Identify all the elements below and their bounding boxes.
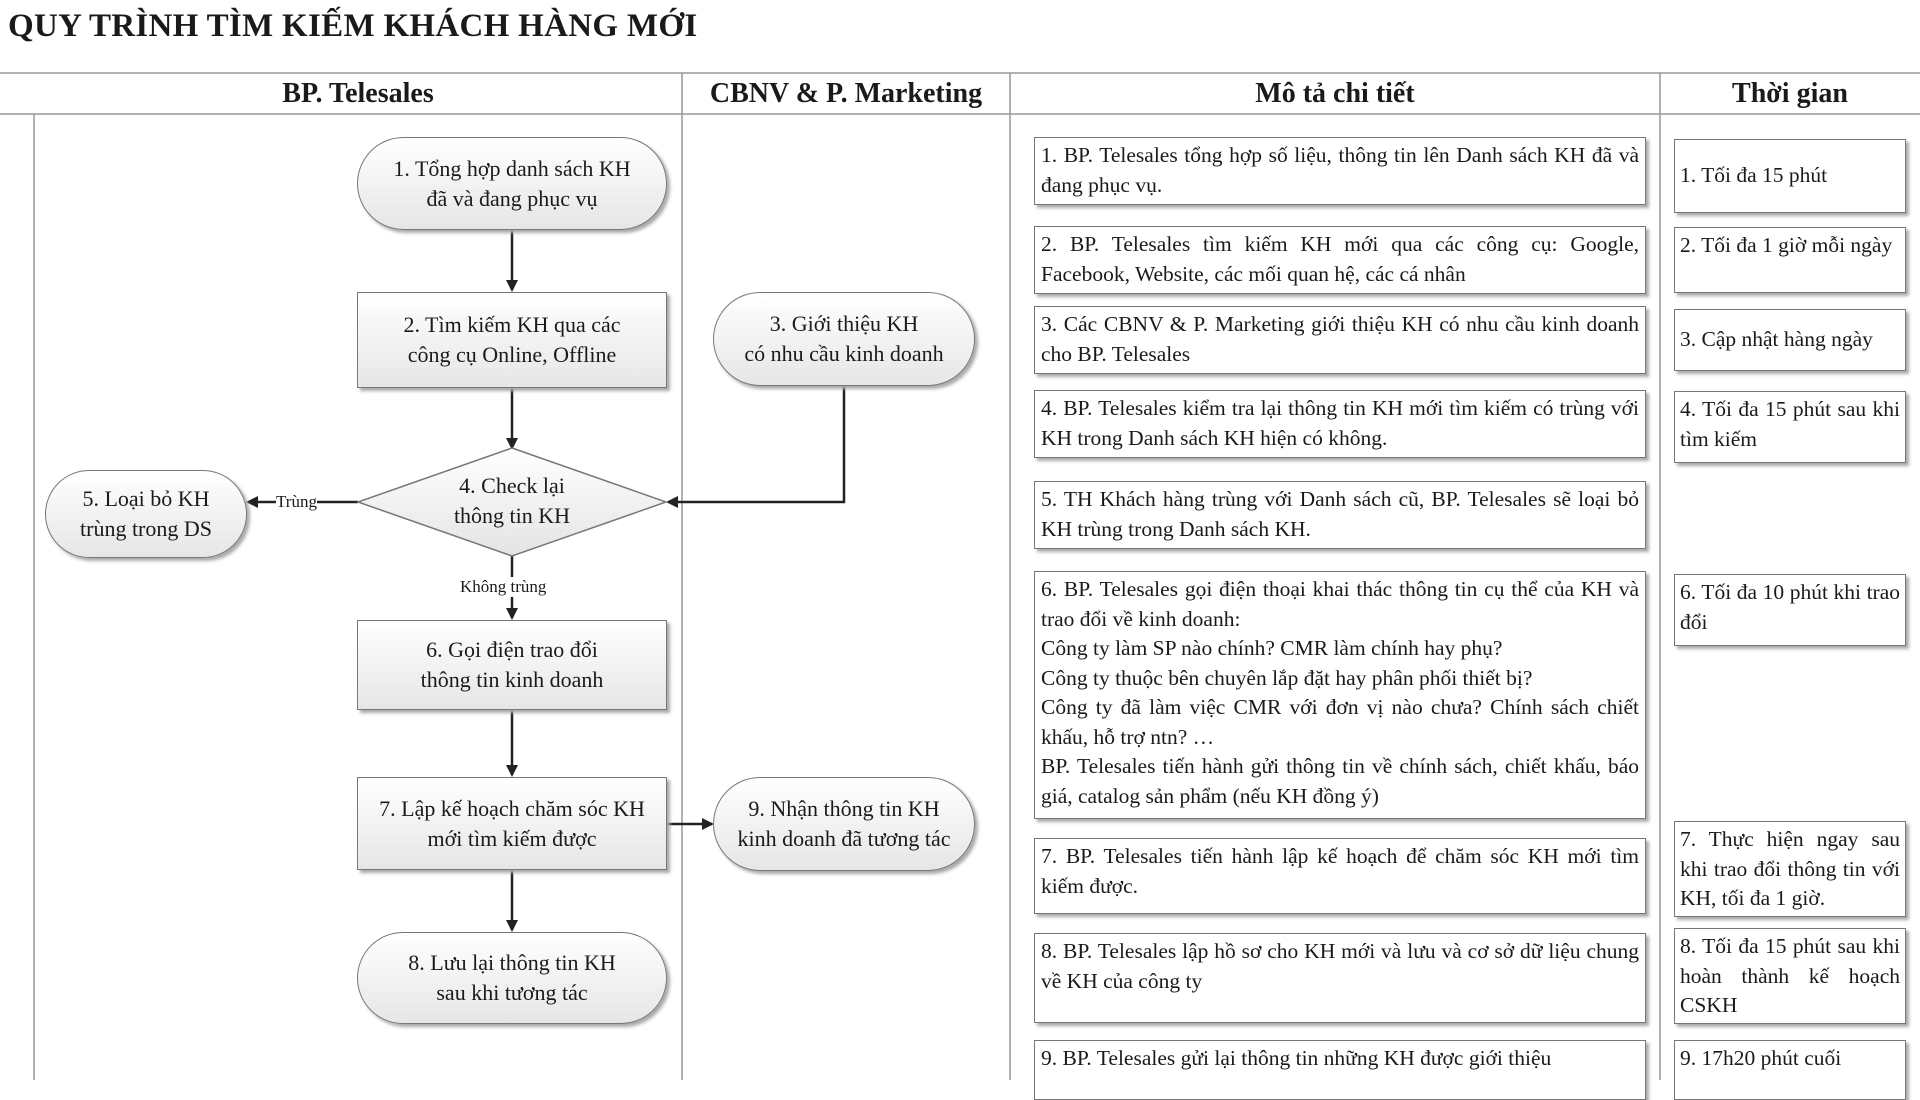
label-not-duplicate: Không trùng	[460, 577, 547, 597]
step-9-line-1: 9. Nhận thông tin KH	[748, 796, 940, 821]
time-4: 4. Tối đa 15 phút sau khi tìm kiếm	[1674, 391, 1906, 463]
step-6-line-1: 6. Gọi điện trao đổi	[426, 637, 598, 662]
step-2-line-2: công cụ Online, Offline	[407, 342, 617, 367]
step-4-line-2: thông tin KH	[453, 503, 571, 528]
step-7-line-2: mới tìm kiếm được	[427, 825, 597, 851]
header-telesales: BP. Telesales	[282, 78, 434, 109]
description-3: 3. Các CBNV & P. Marketing giới thiệu KH…	[1034, 306, 1646, 374]
label-duplicate: Trùng	[276, 492, 317, 512]
time-9: 9. 17h20 phút cuối	[1674, 1040, 1906, 1100]
step-4-line-1: 4. Check lại	[459, 473, 565, 498]
step-8-node: 8. Lưu lại thông tin KH sau khi tương tác	[357, 932, 667, 1024]
decision-diamond	[355, 447, 669, 557]
step-7-line-1: 7. Lập kế hoạch chăm sóc KH	[379, 795, 645, 821]
time-3: 3. Cập nhật hàng ngày	[1674, 309, 1906, 371]
time-8: 8. Tối đa 15 phút sau khi hoàn thành kế …	[1674, 928, 1906, 1024]
step-1-line-2: đã và đang phục vụ	[426, 185, 598, 211]
description-7: 7. BP. Telesales tiến hành lập kế hoạch …	[1034, 838, 1646, 914]
header-description: Mô tả chi tiết	[1255, 78, 1415, 109]
step-5-node: 5. Loại bỏ KH trùng trong DS	[45, 470, 247, 558]
description-2: 2. BP. Telesales tìm kiếm KH mới qua các…	[1034, 226, 1646, 294]
header-marketing: CBNV & P. Marketing	[709, 78, 983, 109]
description-1: 1. BP. Telesales tổng hợp số liệu, thông…	[1034, 137, 1646, 205]
step-2-node: 2. Tìm kiếm KH qua các công cụ Online, Of…	[357, 292, 667, 388]
step-8-line-1: 8. Lưu lại thông tin KH	[408, 950, 616, 975]
time-7: 7. Thực hiện ngay sau khi trao đổi thông…	[1674, 821, 1906, 917]
step-1-line-1: 1. Tổng hợp danh sách KH	[393, 155, 631, 181]
step-3-line-2: có nhu cầu kinh doanh	[744, 341, 944, 366]
time-6: 6. Tối đa 10 phút khi trao đổi	[1674, 574, 1906, 646]
description-8: 8. BP. Telesales lập hồ sơ cho KH mới và…	[1034, 933, 1646, 1023]
step-9-line-2: kinh doanh đã tương tác	[737, 826, 951, 851]
header-time: Thời gian	[1732, 78, 1848, 109]
step-2-line-1: 2. Tìm kiếm KH qua các	[403, 312, 621, 337]
description-4: 4. BP. Telesales kiểm tra lại thông tin …	[1034, 390, 1646, 458]
step-3-line-1: 3. Giới thiệu KH	[769, 311, 919, 336]
step-3-node: 3. Giới thiệu KH có nhu cầu kinh doanh	[713, 292, 975, 386]
description-5: 5. TH Khách hàng trùng với Danh sách cũ,…	[1034, 481, 1646, 549]
step-7-node: 7. Lập kế hoạch chăm sóc KH mới tìm kiếm …	[357, 777, 667, 870]
description-6: 6. BP. Telesales gọi điện thoại khai thá…	[1034, 571, 1646, 819]
arrow-3-4	[666, 352, 846, 508]
page-title: QUY TRÌNH TÌM KIẾM KHÁCH HÀNG MỚI	[8, 8, 698, 44]
description-9: 9. BP. Telesales gửi lại thông tin những…	[1034, 1040, 1646, 1100]
time-2: 2. Tối đa 1 giờ mỗi ngày	[1674, 227, 1906, 293]
time-1: 1. Tối đa 15 phút	[1674, 139, 1906, 213]
step-9-node: 9. Nhận thông tin KH kinh doanh đã tương …	[713, 777, 975, 871]
step-6-node: 6. Gọi điện trao đổi thông tin kinh doanh	[357, 620, 667, 710]
step-5-line-2: trùng trong DS	[80, 516, 212, 541]
step-4-label: 4. Check lại thông tin KH	[400, 468, 624, 534]
step-8-line-2: sau khi tương tác	[436, 980, 588, 1005]
step-6-line-2: thông tin kinh doanh	[420, 667, 604, 692]
step-1-node: 1. Tổng hợp danh sách KH đã và đang phục …	[357, 137, 667, 230]
step-5-line-1: 5. Loại bỏ KH	[82, 486, 210, 511]
